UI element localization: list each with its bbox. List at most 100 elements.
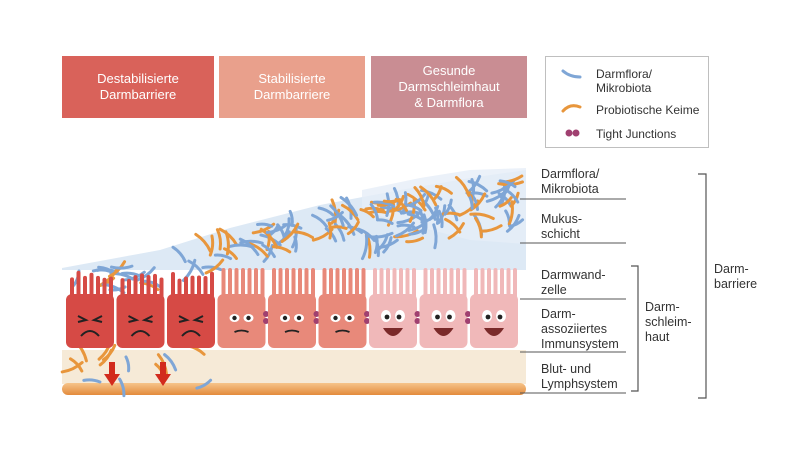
bacterium-icon [432, 185, 443, 202]
bacterium-icon [194, 232, 212, 253]
bacterium-icon [367, 231, 394, 239]
orange-probiotic-icon [561, 104, 582, 113]
intestinal-cell [268, 268, 316, 348]
bacterium-icon [68, 357, 84, 373]
label-line: Darm- [645, 300, 680, 314]
bacterium-icon [375, 218, 394, 225]
label-microbiota: Darmflora/Mikrobiota [541, 167, 599, 197]
bacterium-icon [470, 191, 489, 198]
bacterium-icon [261, 243, 276, 259]
bacterium-icon [345, 196, 353, 220]
bacterium-icon [408, 227, 427, 236]
tight-junction-icon [313, 311, 320, 324]
bacterium-icon [413, 186, 426, 208]
label-line: haut [645, 330, 670, 344]
bacterium-icon [346, 220, 360, 236]
header-line: Stabilisierte [258, 71, 326, 86]
bacterium-icon [317, 206, 335, 217]
bacterium-icon [479, 224, 503, 233]
blood-lymph-layer [62, 350, 526, 384]
bacterium-icon [187, 259, 205, 276]
bacterium-icon [359, 208, 375, 219]
bacterium-icon [432, 223, 438, 250]
bacterium-icon [497, 192, 512, 207]
tight-junction-icon [565, 129, 580, 137]
bacterium-icon [215, 228, 223, 251]
bacterium-icon [406, 212, 425, 223]
bacterium-icon [339, 195, 359, 217]
bacterium-icon [372, 200, 396, 208]
bacterium-icon [265, 223, 288, 235]
bacterium-icon [109, 264, 134, 270]
label-line: barriere [714, 277, 758, 291]
tight-junction-icon [364, 311, 370, 324]
bacterium-icon [239, 239, 264, 245]
tight-junction-icon [414, 311, 421, 324]
bacterium-icon [368, 209, 389, 215]
bacterium-icon [405, 236, 425, 244]
legend-item-probiotics: Probiotische Keime [596, 103, 699, 117]
bacterium-icon [163, 353, 178, 372]
legend-label: Darmflora/ [596, 67, 653, 81]
bacterium-icon [409, 192, 427, 206]
bacterium-icon [373, 234, 379, 255]
label-intestinal-cell: Darmwand-zelle [541, 268, 606, 298]
bacterium-icon [419, 185, 438, 207]
header-line: & Darmflora [414, 95, 484, 110]
intestinal-cell [66, 270, 114, 348]
label-line: assoziiertes [541, 322, 607, 336]
label-line: Darmwand- [541, 268, 606, 282]
bacterium-icon [101, 343, 117, 362]
bacterium-icon [401, 191, 408, 214]
blue-bacteria-icon [561, 69, 582, 79]
bacterium-icon [469, 212, 495, 221]
bacterium-icon [369, 202, 380, 222]
bacterium-icon [382, 236, 393, 254]
header-line: Gesunde [422, 63, 476, 78]
bacterium-icon [222, 247, 238, 260]
bacterium-icon [91, 268, 113, 274]
bacterium-icon [474, 216, 483, 239]
bacterium-icon [107, 260, 127, 278]
bacterium-icon [280, 222, 300, 243]
bacterium-icon [291, 230, 315, 240]
tight-junction-icon [263, 311, 269, 324]
bacterium-icon [329, 204, 345, 227]
bacterium-icon [284, 217, 291, 237]
bacterium-icon [195, 378, 213, 390]
bacterium-icon [293, 235, 298, 253]
intestinal-cell [470, 268, 518, 348]
label-line: Mukus- [541, 212, 582, 226]
label-line: schicht [541, 227, 580, 241]
bacterium-icon [213, 253, 233, 261]
label-line: Darm- [714, 262, 749, 276]
intestinal-cell [419, 268, 468, 348]
legend: Darmflora/ Mikrobiota Probiotische Keime… [545, 56, 709, 148]
label-line: Darmflora/ [541, 167, 600, 181]
bacterium-icon [218, 227, 239, 247]
legend-label: Mikrobiota [596, 81, 652, 95]
bacterium-icon [135, 266, 156, 282]
bacterium-icon [498, 196, 513, 208]
leader-lines [520, 198, 626, 394]
label-darmschleimhaut: Darm-schleim-haut [645, 300, 692, 345]
bacterium-icon [204, 258, 225, 275]
bacterium-icon [340, 203, 360, 222]
bacterium-icon [454, 175, 471, 197]
bacterium-icon [394, 221, 416, 238]
bacterium-icon [60, 361, 84, 374]
bacterium-icon [143, 279, 162, 289]
bacterium-icon [471, 194, 480, 211]
label-line: schleim- [645, 315, 692, 329]
header-line: Darmbarriere [253, 87, 331, 102]
bacterium-icon [201, 265, 223, 272]
bacterium-icon [124, 355, 131, 373]
tight-junction-icon [465, 311, 471, 324]
bacterium-icon [503, 187, 520, 204]
bacterium-icon [224, 230, 230, 256]
legend-item-microbiota: Darmflora/ Mikrobiota [596, 67, 652, 95]
bacterium-icon [382, 198, 402, 204]
